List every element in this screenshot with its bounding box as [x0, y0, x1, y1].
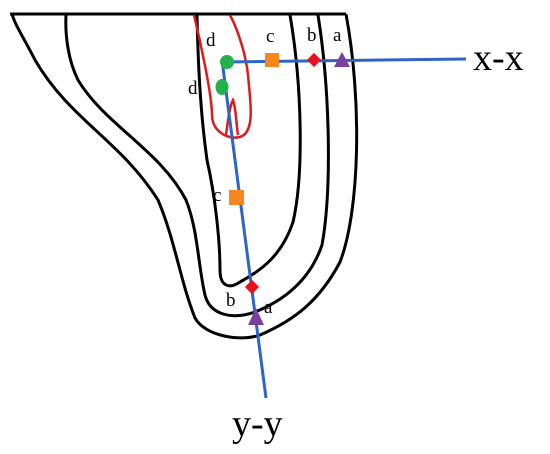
marker-d-lower-green-circle: [215, 79, 229, 95]
marker-c-lower-orange-square: [229, 190, 244, 205]
label-b-upper: b: [307, 25, 317, 46]
red-inner-notch: [224, 97, 240, 136]
label-a-upper: a: [333, 25, 342, 46]
outer-contour: [10, 13, 359, 340]
label-b-lower: b: [226, 290, 236, 311]
y-y-axis-line: [220, 59, 268, 399]
label-a-lower: a: [264, 297, 273, 318]
second-contour: [64, 14, 330, 318]
label-d-upper: d: [206, 30, 216, 51]
third-contour: [195, 14, 302, 288]
label-c-upper: c: [266, 26, 274, 47]
marker-b-upper-red-diamond: [306, 52, 322, 68]
y-y-axis-label: y-y: [232, 403, 283, 445]
marker-b-lower-red-diamond: [244, 279, 260, 295]
marker-a-lower-purple-triangle: [248, 308, 264, 325]
x-x-axis-label: x-x: [473, 37, 524, 79]
marker-a-upper-purple-triangle: [334, 52, 350, 67]
marker-c-upper-orange-square: [265, 53, 279, 67]
marker-d-upper-green-circle: [220, 55, 234, 69]
label-d-lower: d: [188, 78, 198, 99]
label-c-lower: c: [213, 185, 221, 206]
